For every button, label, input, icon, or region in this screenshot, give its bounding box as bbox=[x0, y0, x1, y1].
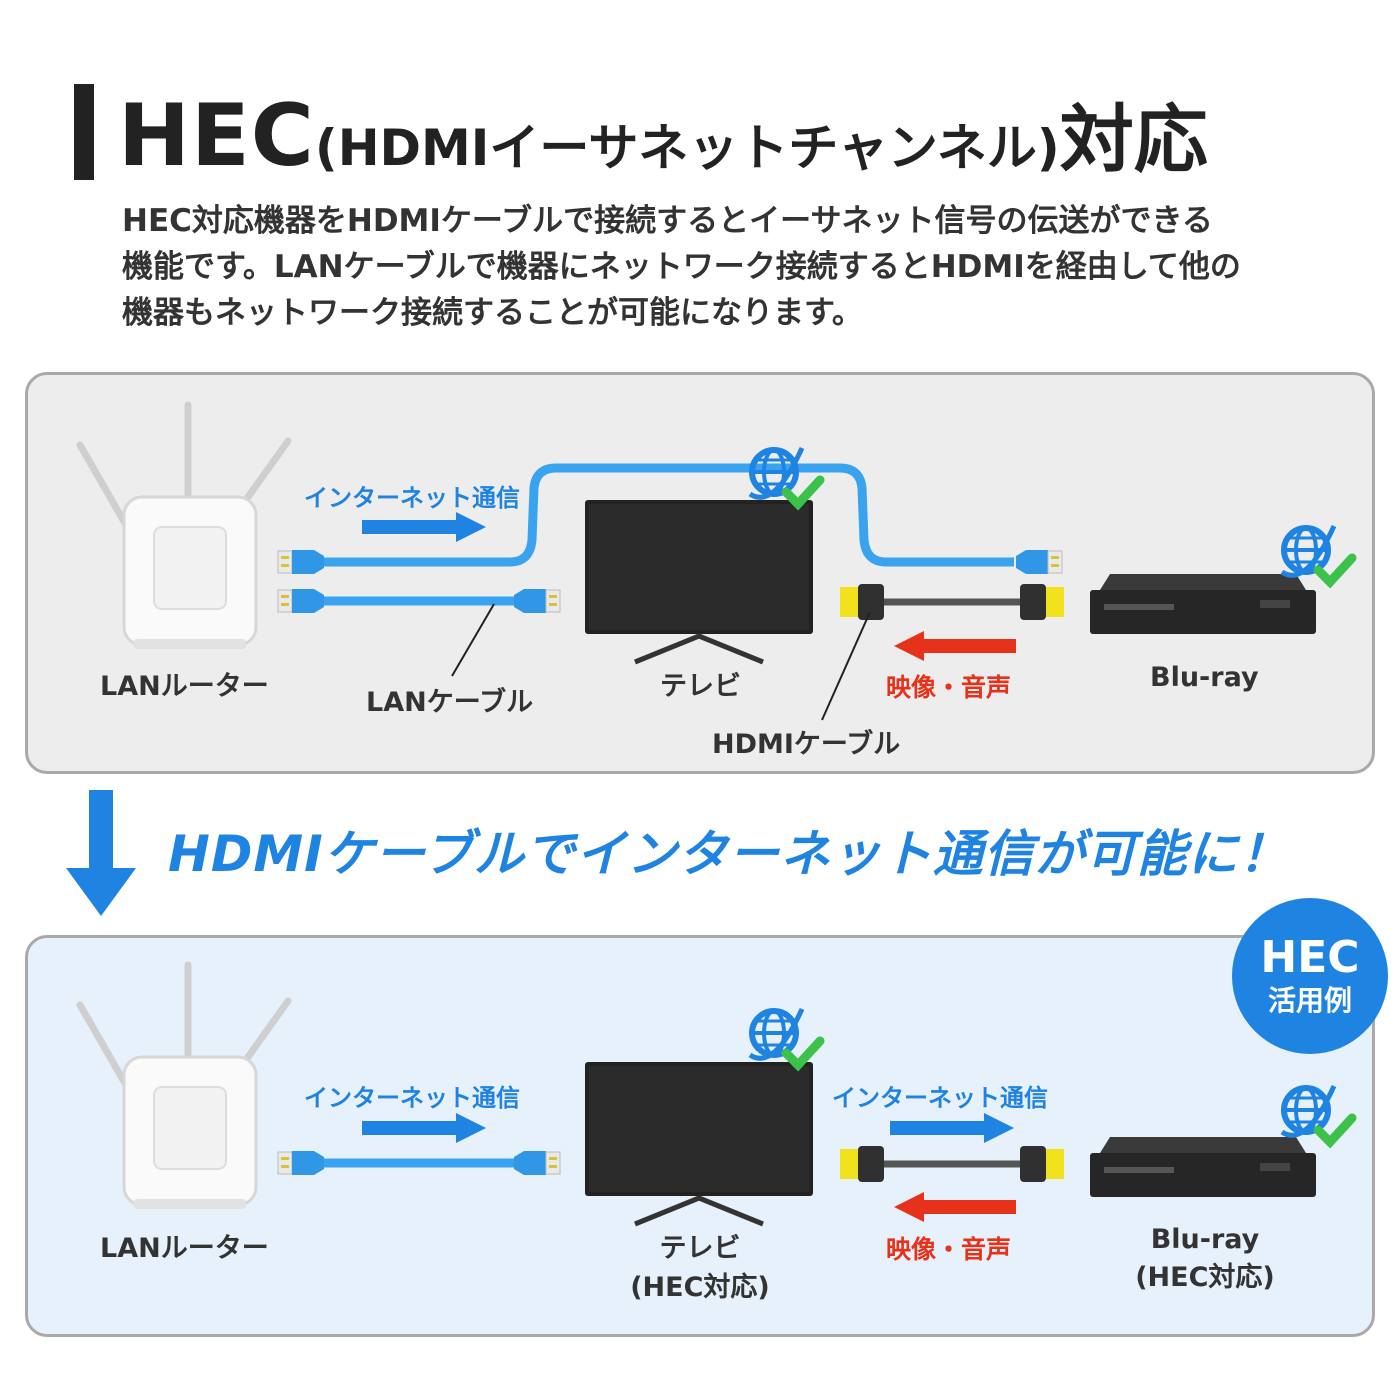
tv-label-line-2: (HEC対応) bbox=[630, 1272, 770, 1303]
down-arrow-icon bbox=[66, 790, 136, 916]
internet-arrow-icon bbox=[890, 1121, 986, 1135]
pointer-line bbox=[451, 603, 495, 677]
page-title: HEC(HDMIイーサネットチャンネル)対応 bbox=[118, 80, 1208, 187]
lan-router-icon bbox=[80, 965, 288, 1209]
hdmi-plug-icon bbox=[840, 584, 884, 620]
title-main: HEC bbox=[118, 86, 315, 186]
internet-arrow-icon bbox=[362, 520, 458, 534]
globe-check-icon bbox=[1282, 526, 1352, 582]
av-arrow-icon bbox=[922, 1200, 1016, 1214]
lan-router-icon bbox=[80, 405, 288, 649]
tv-label-line-1: テレビ bbox=[659, 1233, 741, 1264]
description-line: 機器もネットワーク接続することが可能になります。 bbox=[122, 295, 863, 331]
hec-example-badge: HEC 活用例 bbox=[1232, 898, 1388, 1054]
hdmi-cable-label: HDMIケーブル bbox=[712, 729, 901, 760]
lan-cable-label: LANケーブル bbox=[366, 687, 534, 718]
description: HEC対応機器をHDMIケーブルで接続するとイーサネット信号の伝送ができる 機能… bbox=[122, 198, 1352, 336]
bluray-label: Blu-ray (HEC対応) bbox=[1130, 1224, 1280, 1294]
badge-line-2: 活用例 bbox=[1267, 984, 1352, 1017]
av-label: 映像・音声 bbox=[886, 673, 1012, 702]
tv-icon bbox=[585, 500, 813, 662]
title-end: 対応 bbox=[1059, 97, 1208, 183]
internet-arrow-icon bbox=[362, 1121, 458, 1135]
internet-label: インターネット通信 bbox=[304, 1084, 520, 1112]
router-label: LANルーター bbox=[100, 671, 269, 702]
av-arrow-icon bbox=[922, 639, 1016, 653]
lan-plug-icon bbox=[277, 1150, 325, 1176]
bluray-label-line-1: Blu-ray bbox=[1150, 1224, 1260, 1255]
tv-label: テレビ (HEC対応) bbox=[630, 1226, 770, 1304]
globe-check-icon bbox=[750, 448, 820, 504]
hdmi-plug-icon bbox=[1020, 1146, 1064, 1182]
tv-icon bbox=[585, 1062, 813, 1224]
tv-label: テレビ bbox=[660, 671, 741, 702]
lan-plug-icon bbox=[513, 588, 561, 614]
pointer-line bbox=[821, 611, 871, 721]
router-label: LANルーター bbox=[100, 1233, 269, 1264]
lan-plug-icon bbox=[277, 588, 325, 614]
description-line: 機能です。LANケーブルで機器にネットワーク接続するとHDMIを経由して他の bbox=[122, 249, 1241, 285]
lan-plug-icon bbox=[1015, 549, 1063, 575]
lan-plug-icon bbox=[277, 549, 325, 575]
internet-label: インターネット通信 bbox=[304, 484, 520, 512]
badge-line-1: HEC bbox=[1260, 932, 1360, 983]
hdmi-plug-icon bbox=[1020, 584, 1064, 620]
hdmi-plug-icon bbox=[840, 1146, 884, 1182]
bluray-label: Blu-ray bbox=[1150, 662, 1259, 693]
hec-message: HDMIケーブルでインターネット通信が可能に！ bbox=[168, 825, 1290, 883]
bluray-label-line-2: (HEC対応) bbox=[1135, 1262, 1275, 1293]
globe-check-icon bbox=[1282, 1086, 1352, 1142]
internet-label: インターネット通信 bbox=[832, 1084, 1048, 1112]
bluray-player-icon bbox=[1090, 1137, 1316, 1197]
lan-cable-router-to-bluray bbox=[320, 463, 1014, 567]
title-sub: (HDMIイーサネットチャンネル) bbox=[314, 119, 1060, 177]
bluray-player-icon bbox=[1090, 574, 1316, 634]
lan-plug-icon bbox=[513, 1150, 561, 1176]
av-label: 映像・音声 bbox=[886, 1235, 1012, 1264]
title-accent-bar bbox=[74, 84, 94, 180]
globe-check-icon bbox=[750, 1009, 820, 1065]
description-line: HEC対応機器をHDMIケーブルで接続するとイーサネット信号の伝送ができる bbox=[122, 203, 1213, 239]
